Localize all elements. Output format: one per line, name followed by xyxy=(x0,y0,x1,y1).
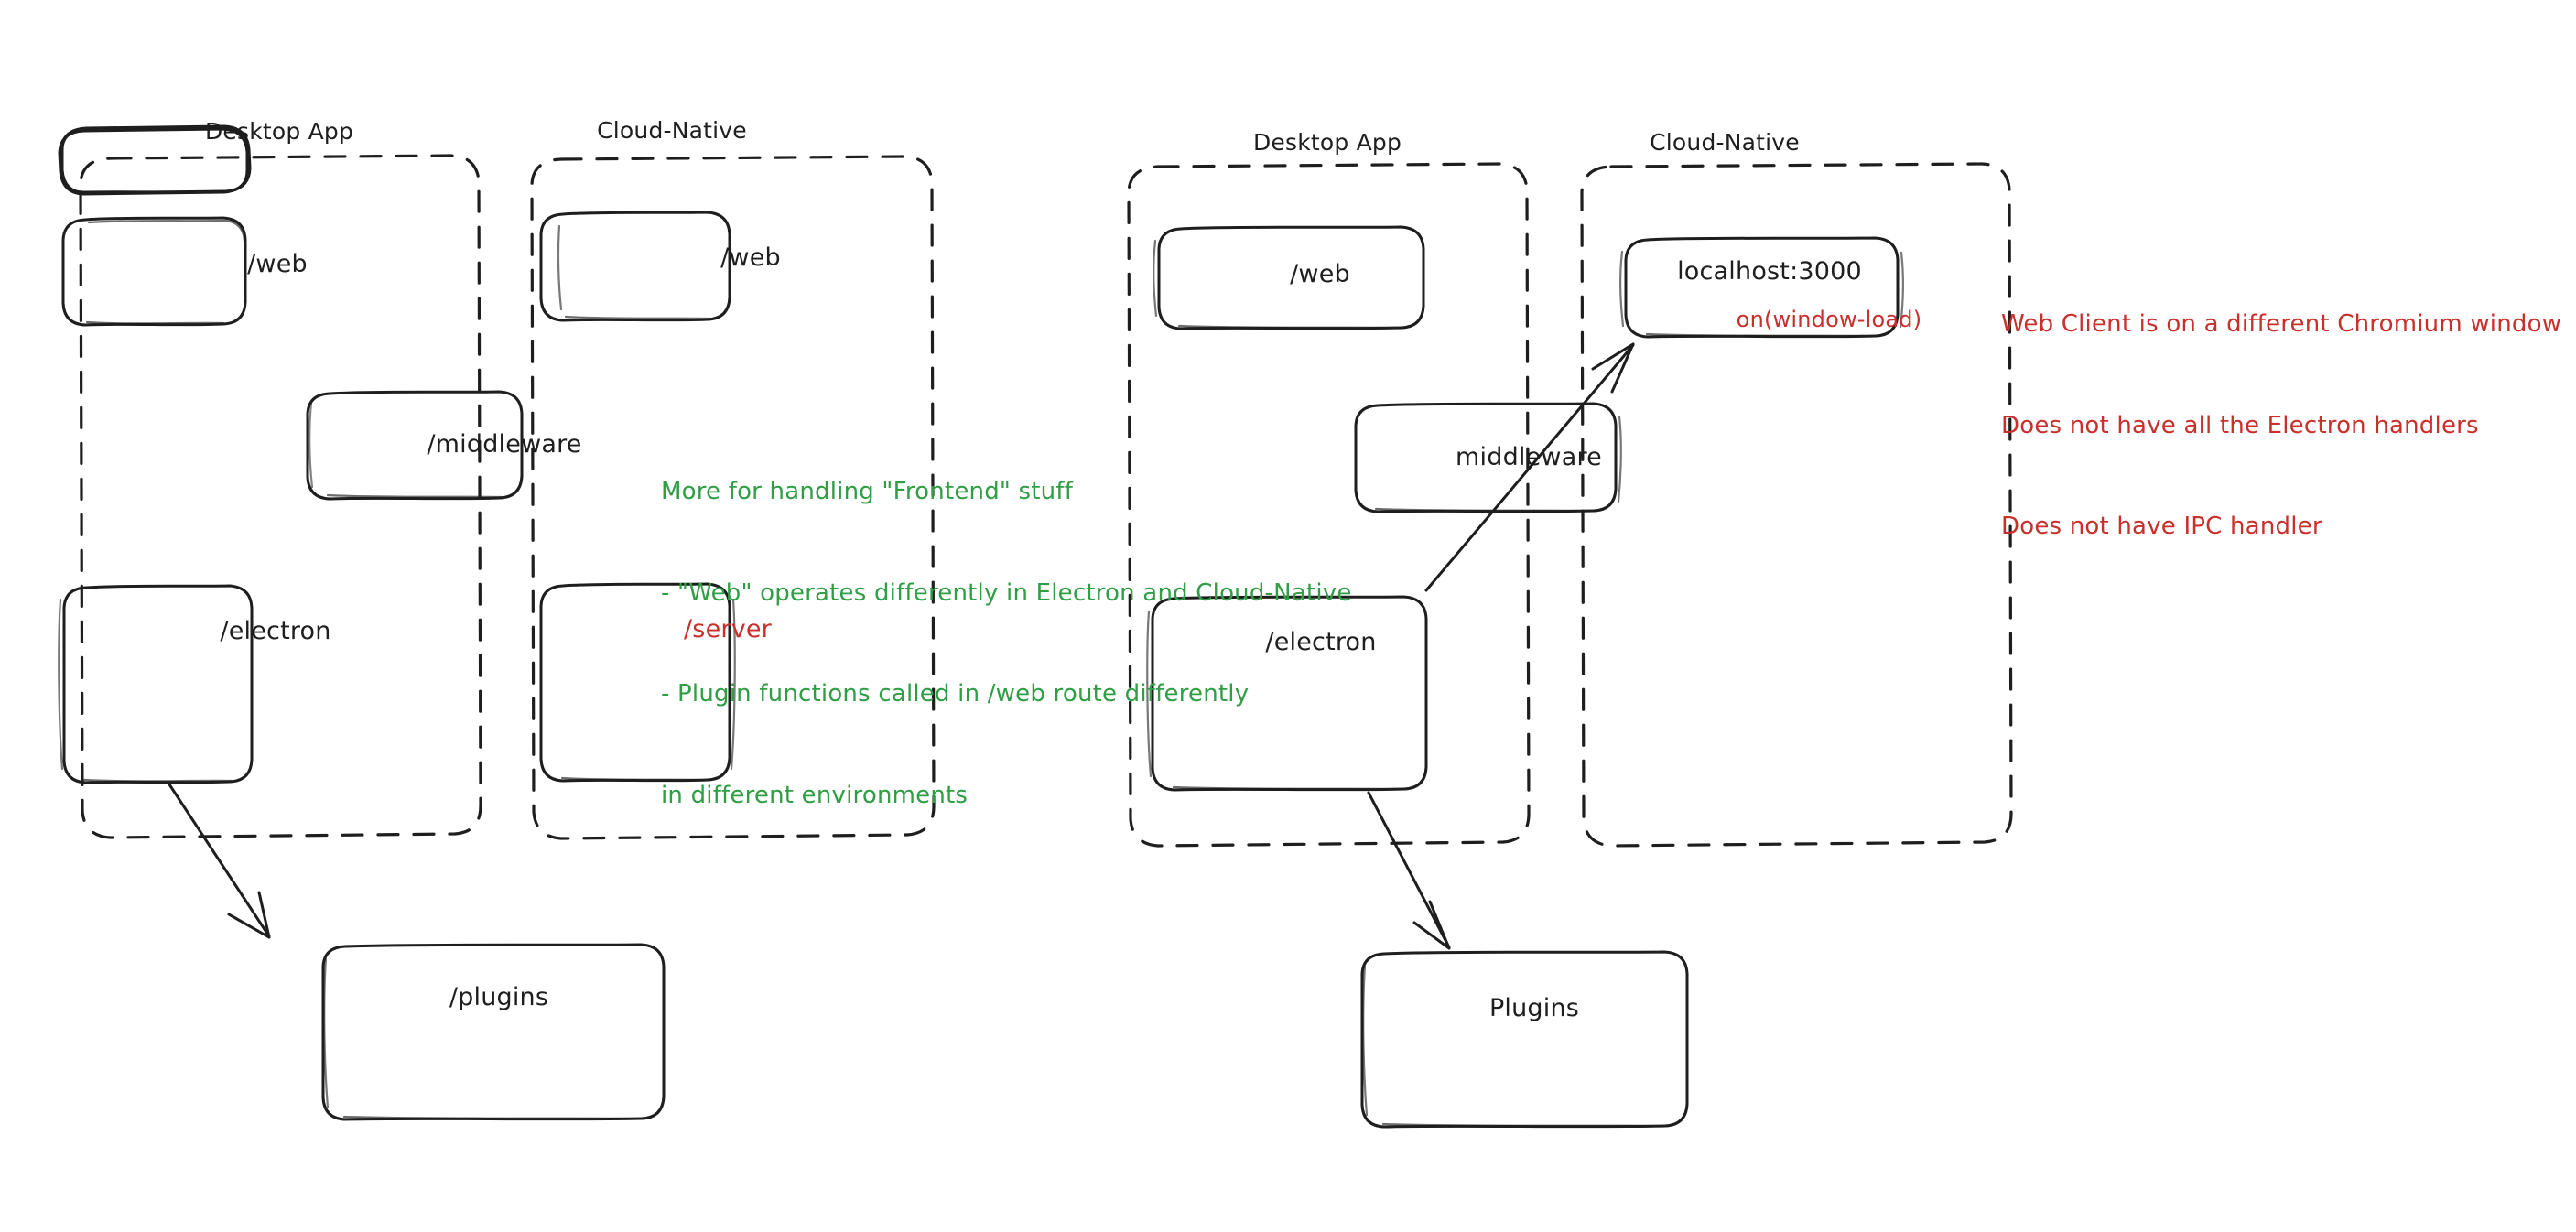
right-localhost-sub-label: on(window-load) xyxy=(1736,307,1922,332)
box-right-desktop-web xyxy=(1153,225,1425,330)
left-electron-to-plugins-arrow xyxy=(168,783,271,939)
right-desktop-web-label: /web xyxy=(1290,260,1350,288)
left-desktop-app-title: Desktop App xyxy=(204,118,354,145)
right-cloud-native-title: Cloud-Native xyxy=(1650,129,1800,156)
frontend-note: More for handling "Frontend" stuff - "We… xyxy=(661,407,1352,881)
box-left-cloud-web xyxy=(539,211,731,322)
right-desktop-app-title: Desktop App xyxy=(1252,129,1402,156)
right-localhost-label: localhost:3000 xyxy=(1677,257,1862,286)
left-electron-label: /electron xyxy=(220,617,331,645)
box-right-plugins xyxy=(1360,950,1689,1129)
frontend-note-line-3: - Plugin functions called in /web route … xyxy=(661,680,1250,708)
right-electron-label: /electron xyxy=(1265,628,1377,656)
right-middleware-label: middleware xyxy=(1456,443,1602,471)
frontend-note-line-2: - "Web" operates differently in Electron… xyxy=(661,578,1352,607)
left-plugins-label: /plugins xyxy=(449,983,549,1011)
box-left-plugins xyxy=(321,943,666,1121)
web-client-note-line-1: Web Client is on a different Chromium wi… xyxy=(2001,309,2562,338)
web-client-note-line-3: Does not have IPC handler xyxy=(2001,513,2322,541)
right-plugins-label: Plugins xyxy=(1488,994,1580,1022)
left-cloud-native-title: Cloud-Native xyxy=(597,117,747,144)
left-server-label: /server xyxy=(684,615,772,643)
right-electron-to-plugins-arrow xyxy=(1367,791,1451,950)
web-client-note-line-2: Does not have all the Electron handlers xyxy=(2001,411,2479,439)
left-cloud-web-label: /web xyxy=(720,243,781,272)
left-desktop-web-label: /web xyxy=(247,250,308,278)
frontend-note-line-1: More for handling "Frontend" stuff xyxy=(661,477,1074,505)
frontend-note-line-4: in different environments xyxy=(661,781,969,809)
box-left-desktop-web xyxy=(61,216,247,327)
left-middleware-label: /middleware xyxy=(427,430,582,459)
web-client-note: Web Client is on a different Chromium wi… xyxy=(2001,240,2561,611)
